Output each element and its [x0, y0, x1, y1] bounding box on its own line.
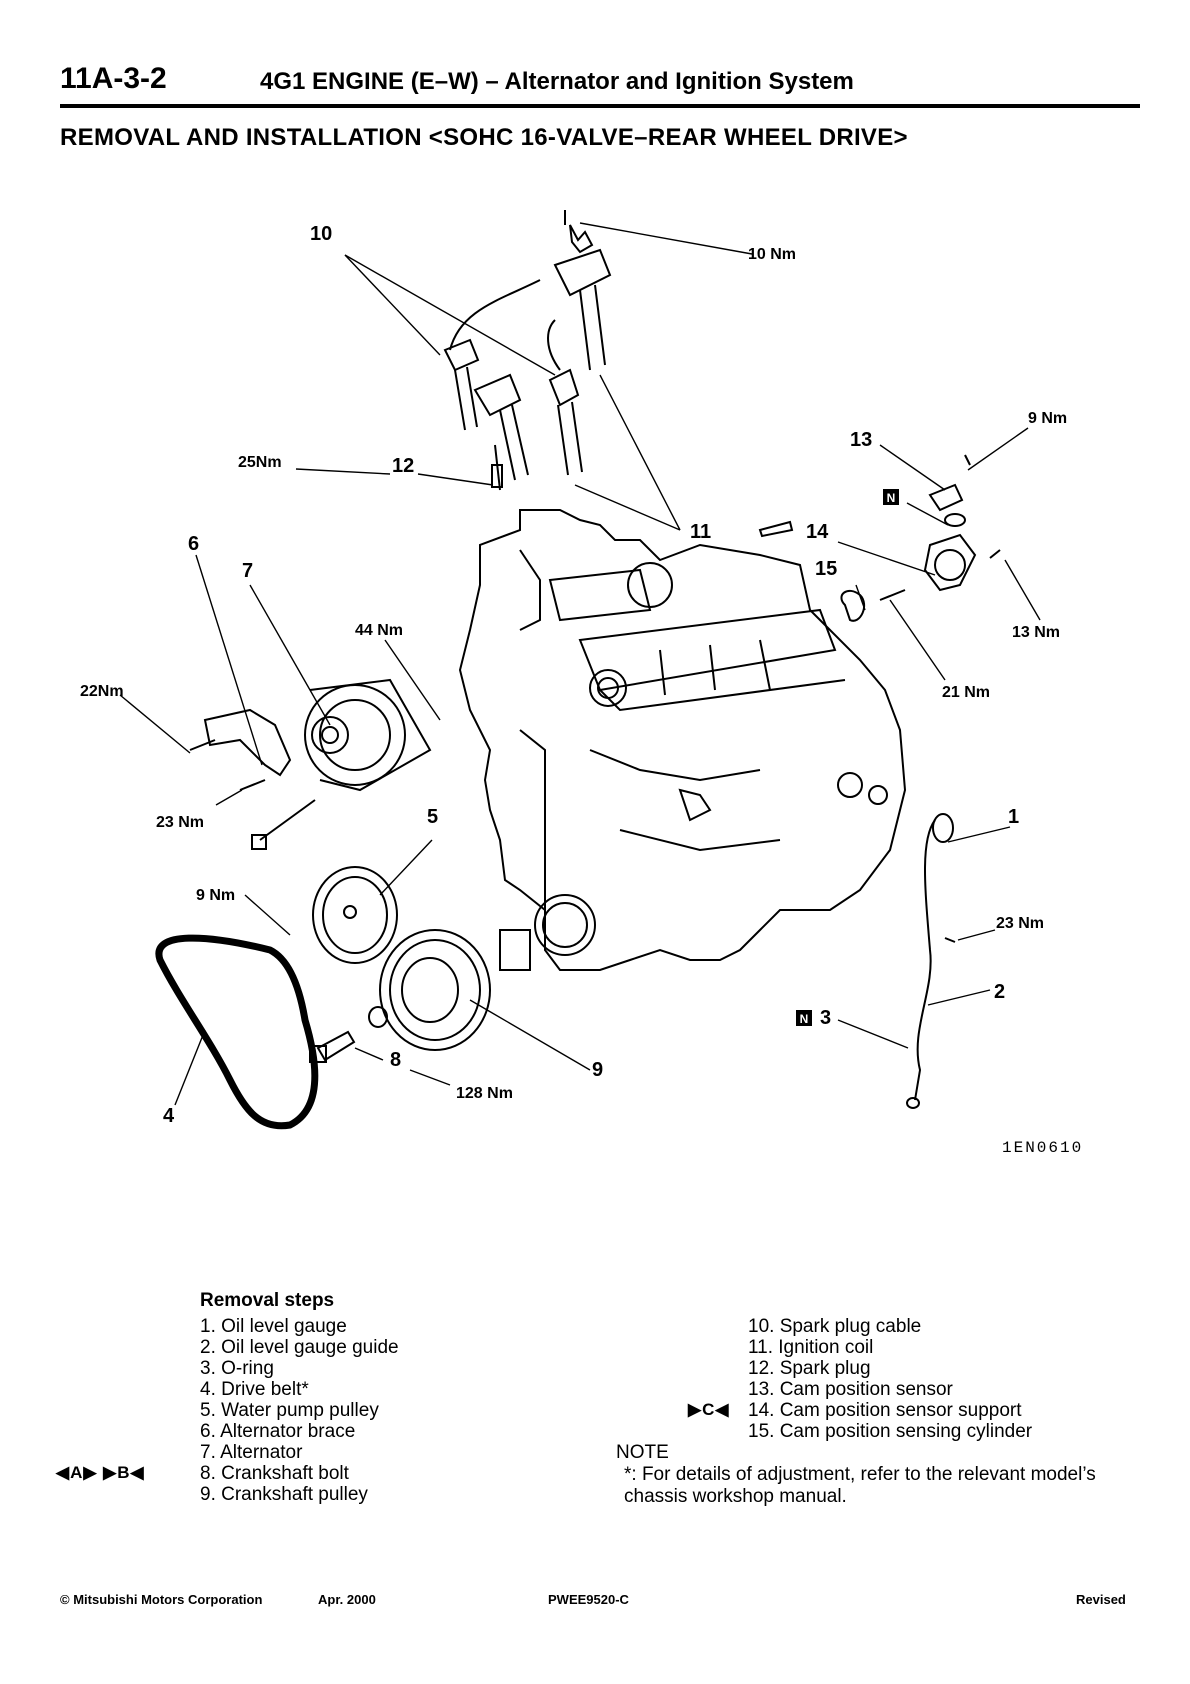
- step-8-service-marks: ◀A▶ ▶B◀: [56, 1463, 145, 1482]
- cam-sensor-drawing: [758, 454, 1001, 622]
- step-14: 14. Cam position sensor support: [748, 1400, 1022, 1421]
- callout-14: 14: [806, 521, 829, 543]
- chapter-title: 4G1 ENGINE (E–W) – Alternator and Igniti…: [260, 68, 854, 95]
- callout-3: 3: [820, 1007, 831, 1029]
- torque-23nm-right: 23 Nm: [996, 915, 1044, 932]
- footer-date: Apr. 2000: [318, 1592, 376, 1607]
- torque-10nm: 10 Nm: [748, 246, 796, 263]
- step-3: 3. O-ring: [200, 1358, 274, 1379]
- step-13: 13. Cam position sensor: [748, 1379, 953, 1400]
- step-10: 10. Spark plug cable: [748, 1316, 922, 1337]
- leader-lines: [119, 222, 1041, 1106]
- callout-8: 8: [390, 1049, 401, 1071]
- new-part-icon-3: [796, 1010, 812, 1026]
- step-9: 9. Crankshaft pulley: [200, 1484, 368, 1505]
- callout-9: 9: [592, 1059, 603, 1081]
- torque-25nm: 25Nm: [238, 454, 282, 471]
- callout-6: 6: [188, 533, 199, 555]
- torque-9nm-top: 9 Nm: [1028, 410, 1067, 427]
- new-part-mark-13: N: [887, 491, 896, 505]
- callout-5: 5: [427, 806, 438, 828]
- crankshaft-pulley-drawing: [368, 929, 491, 1051]
- step-6: 6. Alternator brace: [200, 1421, 356, 1442]
- step-1: 1. Oil level gauge: [200, 1316, 347, 1337]
- oil-gauge-drawing: [906, 813, 956, 1109]
- callout-1: 1: [1008, 806, 1019, 828]
- torque-21nm: 21 Nm: [942, 684, 990, 701]
- alternator-brace-drawing: [189, 708, 316, 850]
- torque-44nm: 44 Nm: [355, 622, 403, 639]
- exploded-diagram: N N 10 11 12 13 14 15 6 7 5 1 2 3 4 8 9 …: [0, 190, 1190, 1260]
- torque-128nm: 128 Nm: [456, 1085, 513, 1102]
- note-text: *: For details of adjustment, refer to t…: [624, 1464, 1096, 1507]
- removal-steps-right: 10. Spark plug cable 11. Ignition coil 1…: [748, 1316, 1032, 1442]
- callout-11: 11: [690, 521, 711, 543]
- alternator-drawing: [304, 678, 432, 792]
- page-header: 11A-3-2 4G1 ENGINE (E–W) – Alternator an…: [60, 58, 1140, 108]
- footer-doc-code: PWEE9520-C: [548, 1592, 629, 1607]
- drive-belt-drawing: [155, 934, 319, 1130]
- callout-2: 2: [994, 981, 1005, 1003]
- step-11: 11. Ignition coil: [748, 1337, 874, 1358]
- step-7: 7. Alternator: [200, 1442, 303, 1463]
- new-part-icon-13: [883, 489, 899, 505]
- step-4: 4. Drive belt*: [200, 1379, 309, 1400]
- torque-22nm: 22Nm: [80, 683, 124, 700]
- step-2: 2. Oil level gauge guide: [200, 1337, 399, 1358]
- callout-4: 4: [163, 1105, 175, 1127]
- step-5: 5. Water pump pulley: [200, 1400, 379, 1421]
- new-part-mark-3: N: [800, 1012, 809, 1026]
- water-pump-pulley-drawing: [312, 866, 398, 964]
- ignition-coils-drawing: [443, 210, 612, 491]
- callout-10: 10: [310, 223, 332, 245]
- removal-steps-left: 1. Oil level gauge 2. Oil level gauge gu…: [200, 1316, 399, 1505]
- torque-23nm-left: 23 Nm: [156, 814, 204, 831]
- callout-7: 7: [242, 560, 253, 582]
- footer-status: Revised: [1076, 1592, 1126, 1607]
- callout-12: 12: [392, 455, 414, 477]
- footer-copyright: © Mitsubishi Motors Corporation: [60, 1592, 263, 1607]
- callout-13: 13: [850, 429, 872, 451]
- section-title: REMOVAL AND INSTALLATION <SOHC 16-VALVE–…: [60, 124, 908, 151]
- crankshaft-bolt-drawing: [309, 1030, 356, 1063]
- diagram-svg: N N 10 11 12 13 14 15 6 7 5 1 2 3 4 8 9 …: [80, 210, 1083, 1157]
- page-number: 11A-3-2: [60, 62, 167, 95]
- torque-13nm: 13 Nm: [1012, 624, 1060, 641]
- step-12: 12. Spark plug: [748, 1358, 871, 1379]
- figure-id: 1EN0610: [1002, 1139, 1083, 1157]
- removal-steps-title: Removal steps: [200, 1290, 335, 1311]
- step-15: 15. Cam position sensing cylinder: [748, 1421, 1033, 1442]
- torque-9nm-left: 9 Nm: [196, 887, 235, 904]
- engine-block-drawing: [458, 509, 907, 971]
- step-8: 8. Crankshaft bolt: [200, 1463, 349, 1484]
- note-label: NOTE: [616, 1442, 669, 1463]
- step-14-service-mark: ▶C◀: [688, 1400, 730, 1419]
- callout-15: 15: [815, 558, 837, 580]
